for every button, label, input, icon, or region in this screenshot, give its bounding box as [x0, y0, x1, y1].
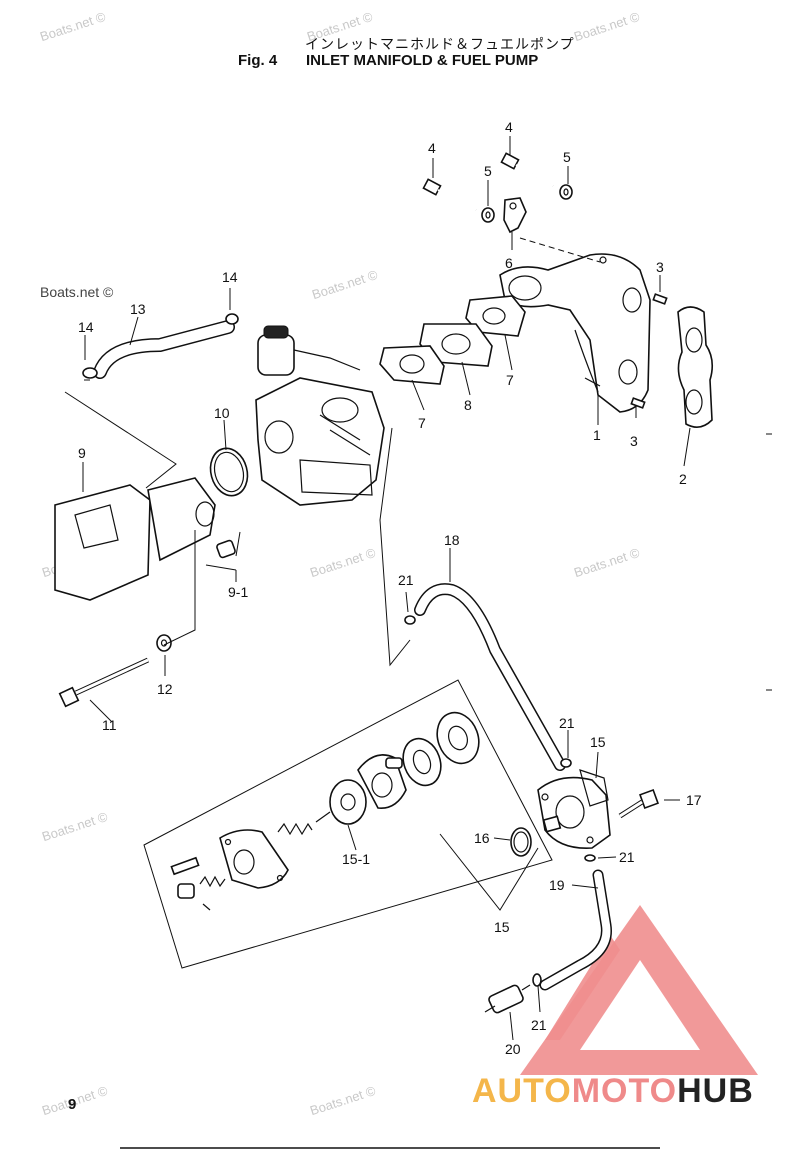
- hose-13: [93, 320, 235, 379]
- spring-small: [199, 875, 226, 888]
- brand-part-1: AUTO: [472, 1072, 572, 1110]
- callout: 14: [222, 269, 238, 285]
- callout-numbers: 4 4 5 5 6 3 14 13 14 10 7 8 7 1 3 2 9 9-…: [78, 119, 702, 1057]
- callout: 4: [428, 140, 436, 156]
- callout: 16: [474, 830, 490, 846]
- gasket-2: [677, 306, 714, 428]
- pump-body-middle: [357, 754, 407, 809]
- manifold-bolt-left: [422, 178, 477, 211]
- callout: 17: [686, 792, 702, 808]
- callout: 11: [102, 717, 117, 733]
- callout: 21: [531, 1017, 547, 1033]
- callout: 1: [593, 427, 601, 443]
- hose-18: [414, 583, 566, 771]
- callout: 5: [563, 149, 571, 165]
- callout: 15-1: [342, 851, 370, 867]
- brand-part-3: HUB: [677, 1072, 754, 1110]
- gasket-7-lower: [379, 345, 445, 385]
- bolt-17: [618, 789, 659, 819]
- callout: 7: [418, 415, 426, 431]
- brand-wordmark: AUTOMOTOHUB: [472, 1072, 754, 1111]
- callout: 21: [559, 715, 575, 731]
- hose-19: [539, 869, 612, 991]
- callout: 3: [630, 433, 638, 449]
- bracket-6: [503, 197, 527, 234]
- bolt-11: [58, 657, 150, 708]
- clip-21-lower: [532, 973, 542, 987]
- collar-9-1: [216, 539, 236, 559]
- o-ring-10: [209, 447, 249, 497]
- spring-large: [277, 822, 313, 836]
- callout: 12: [157, 681, 173, 697]
- callout: 9-1: [228, 584, 248, 600]
- intake-silencer: [54, 477, 216, 601]
- gasket-7-upper: [465, 295, 526, 337]
- page-number: 9: [68, 1096, 77, 1113]
- callout: 19: [549, 877, 565, 893]
- callout: 7: [506, 372, 514, 388]
- callout: 4: [505, 119, 513, 135]
- figure-title: INLET MANIFOLD & FUEL PUMP: [306, 52, 539, 69]
- callout: 20: [505, 1041, 521, 1057]
- clip-21-hose-end: [560, 758, 572, 768]
- brand-part-2: MOTO: [571, 1072, 678, 1110]
- valve-gasket: [402, 737, 442, 787]
- callout: 13: [130, 301, 146, 317]
- callout: 10: [214, 405, 230, 421]
- clip-21-upper: [404, 615, 416, 625]
- pump-parts-outline: [143, 679, 553, 969]
- callout: 15: [494, 919, 510, 935]
- callout: 3: [656, 259, 664, 275]
- brand-logo-icon: [520, 905, 758, 1075]
- title-japanese: インレットマニホルド＆フュエルポンプ: [305, 37, 575, 53]
- dowel-pin-lower: [630, 397, 646, 409]
- clip-14-left: [82, 367, 98, 379]
- insulator-8: [419, 323, 493, 367]
- inlet-manifold: [499, 253, 651, 413]
- washer-left: [481, 207, 495, 223]
- pump-cover: [436, 711, 480, 765]
- washer-12: [156, 634, 172, 652]
- callout: 6: [505, 255, 513, 271]
- plug-small: [177, 883, 195, 899]
- carburetor: [255, 325, 385, 506]
- diaphragm-15-1: [315, 779, 367, 825]
- dowel-pin-upper: [652, 293, 668, 305]
- fuel-filter-20: [484, 984, 531, 1014]
- callout: 21: [619, 849, 635, 865]
- washer-right: [559, 184, 573, 200]
- callout: 9: [78, 445, 86, 461]
- callout: 21: [398, 572, 414, 588]
- watermark: Boats.net ©: [40, 284, 114, 300]
- callout: 15: [590, 734, 606, 750]
- screw-small: [170, 856, 200, 876]
- callout: 14: [78, 319, 94, 335]
- clip-14-right: [225, 313, 239, 325]
- clip-21-pump: [584, 854, 596, 862]
- leader-lines: [64, 136, 772, 1149]
- callout: 5: [484, 163, 492, 179]
- figure-number: Fig. 4: [238, 52, 278, 69]
- pin-small: [202, 903, 211, 911]
- pump-body-lower: [219, 829, 289, 889]
- callout: 2: [679, 471, 687, 487]
- callout: 8: [464, 397, 472, 413]
- o-ring-16: [510, 827, 532, 857]
- callout: 18: [444, 532, 460, 548]
- manifold-bolt-right: [500, 152, 554, 187]
- fuel-pump-15: [537, 769, 611, 849]
